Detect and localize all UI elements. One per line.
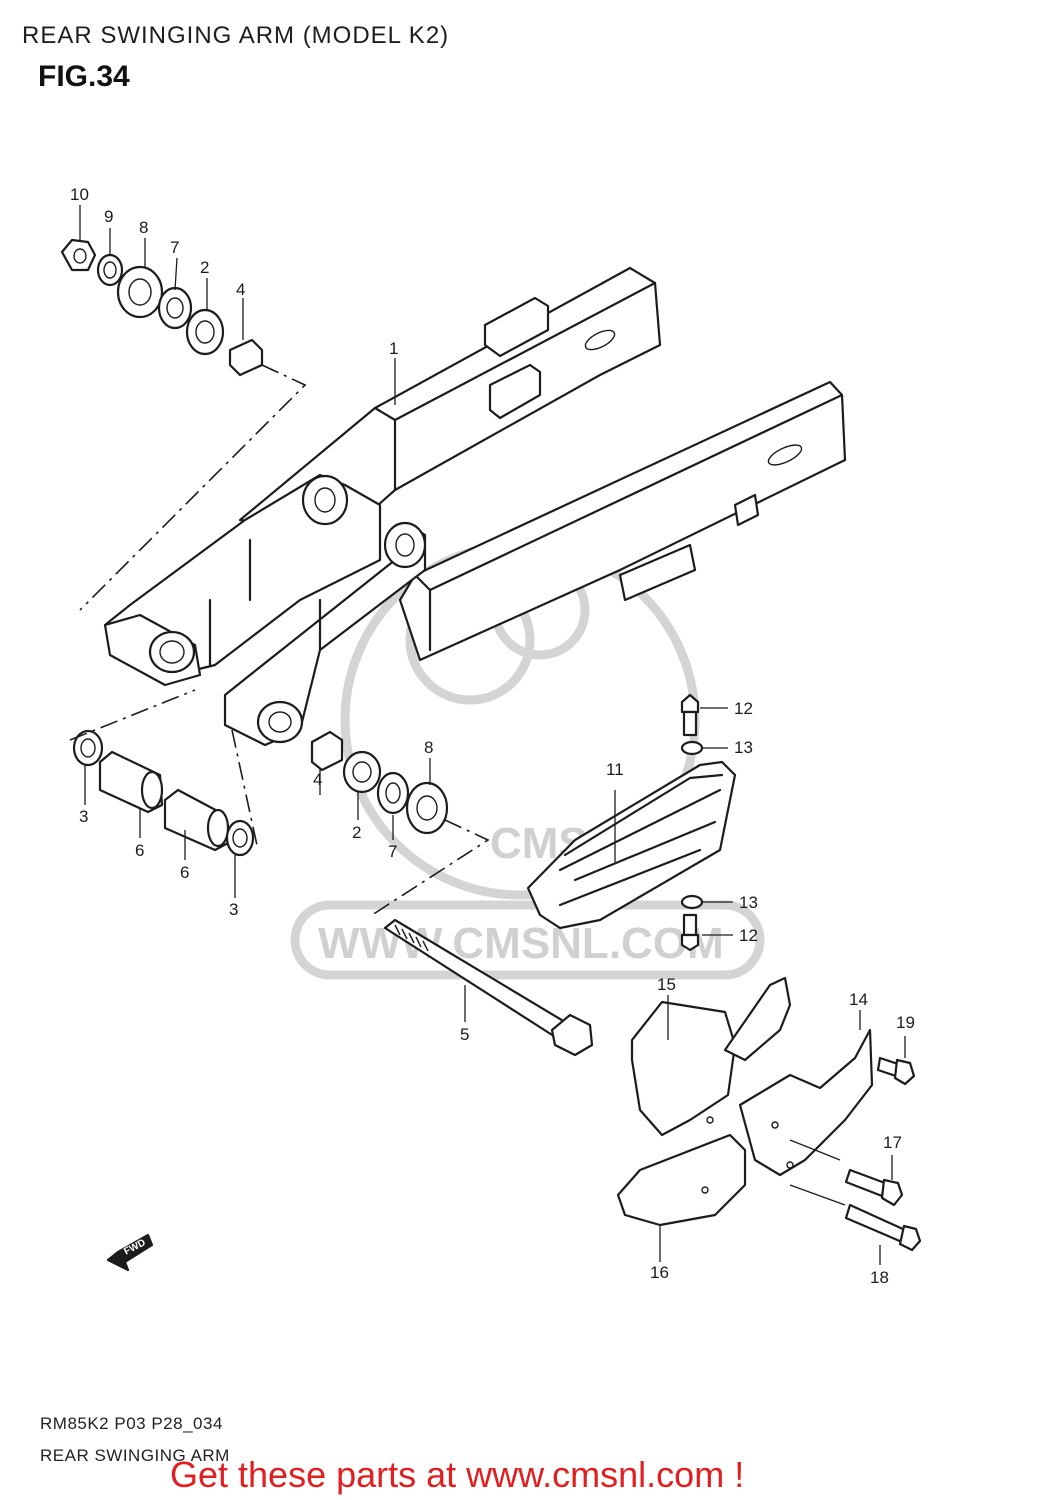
- diagram-title: REAR SWINGING ARM (MODEL K2): [22, 22, 450, 49]
- right-pivot-hardware: [310, 730, 490, 916]
- forward-direction-arrow: FWD: [106, 1233, 154, 1272]
- part-label-8-lower: 8: [424, 738, 433, 757]
- collar-8-lower: [405, 781, 449, 835]
- figure-number: FIG.34: [38, 60, 130, 93]
- part-label-15: 15: [657, 975, 676, 994]
- nut-10: [60, 238, 97, 272]
- bearing-3-left: [72, 729, 104, 767]
- chain-guide-15: [630, 1000, 737, 1137]
- part-label-7: 7: [170, 238, 179, 257]
- part-label-6-right: 6: [180, 863, 189, 882]
- swinging-arm: [103, 266, 847, 747]
- part-label-12-lower: 12: [739, 926, 758, 945]
- bearing-2-lower: [342, 750, 382, 794]
- washer-13-lower: [680, 894, 704, 910]
- part-label-1: 1: [389, 339, 398, 358]
- part-label-10: 10: [70, 185, 89, 204]
- upper-pivot-hardware: [60, 238, 307, 611]
- part-label-5: 5: [460, 1025, 469, 1044]
- part-label-19: 19: [896, 1013, 915, 1032]
- chain-guide-plate-14: [738, 1028, 874, 1177]
- part-label-3-left: 3: [79, 807, 88, 826]
- part-label-8: 8: [139, 218, 148, 237]
- part-label-6-left: 6: [135, 841, 144, 860]
- leader-lines: [79, 205, 906, 1265]
- part-label-13-upper: 13: [734, 738, 753, 757]
- promo-banner[interactable]: Get these parts at www.cmsnl.com !: [170, 1454, 745, 1495]
- part-label-9: 9: [104, 207, 113, 226]
- chain-guide-block-16: [616, 1133, 747, 1227]
- bolt-12-lower: [682, 913, 698, 937]
- part-label-16: 16: [650, 1263, 669, 1282]
- part-label-14: 14: [849, 990, 868, 1009]
- buffer-fasteners: [680, 693, 704, 952]
- bolt-12-upper: [680, 693, 700, 714]
- watermark-url-pill: [290, 900, 765, 980]
- part-label-3-right: 3: [229, 900, 238, 919]
- chain-guide-assembly: [616, 976, 874, 1227]
- bolt-18: [844, 1203, 907, 1244]
- part-label-2-lower: 2: [352, 823, 361, 842]
- part-label-7-lower: 7: [388, 842, 397, 861]
- bearing-2: [185, 308, 225, 356]
- part-label-2: 2: [200, 258, 209, 277]
- part-label-4-lower: 4: [313, 770, 322, 789]
- lower-pivot-hardware: [69, 689, 259, 857]
- washer-7: [157, 286, 193, 330]
- collar-8: [116, 265, 164, 319]
- washer-13-upper: [680, 740, 704, 756]
- pivot-shaft-5: [383, 918, 594, 1057]
- chain-buffer-11: [526, 760, 737, 930]
- part-label-4: 4: [236, 280, 245, 299]
- washer-9: [96, 253, 124, 287]
- part-label-11: 11: [606, 760, 624, 779]
- watermark-url-text: WWW.CMSNL.COM: [318, 919, 724, 968]
- spacer-4: [228, 338, 264, 377]
- part-number-labels: 10 9 8 7 2 4 1 3 6 6 3 4 2 7 8 5 11 12 1…: [70, 185, 915, 1287]
- bearing-3-right: [225, 819, 255, 857]
- section-name: REAR SWINGING ARM: [40, 1446, 230, 1465]
- model-code: RM85K2 P03 P28_034: [40, 1414, 223, 1433]
- part-label-18: 18: [870, 1268, 889, 1287]
- part-label-12-upper: 12: [734, 699, 753, 718]
- spacer-4-lower: [310, 730, 344, 772]
- part-label-13-lower: 13: [739, 893, 758, 912]
- part-label-17: 17: [883, 1133, 902, 1152]
- chain-guide-bolts: [789, 1056, 922, 1252]
- washer-7-lower: [376, 771, 410, 815]
- bolt-17: [844, 1168, 887, 1198]
